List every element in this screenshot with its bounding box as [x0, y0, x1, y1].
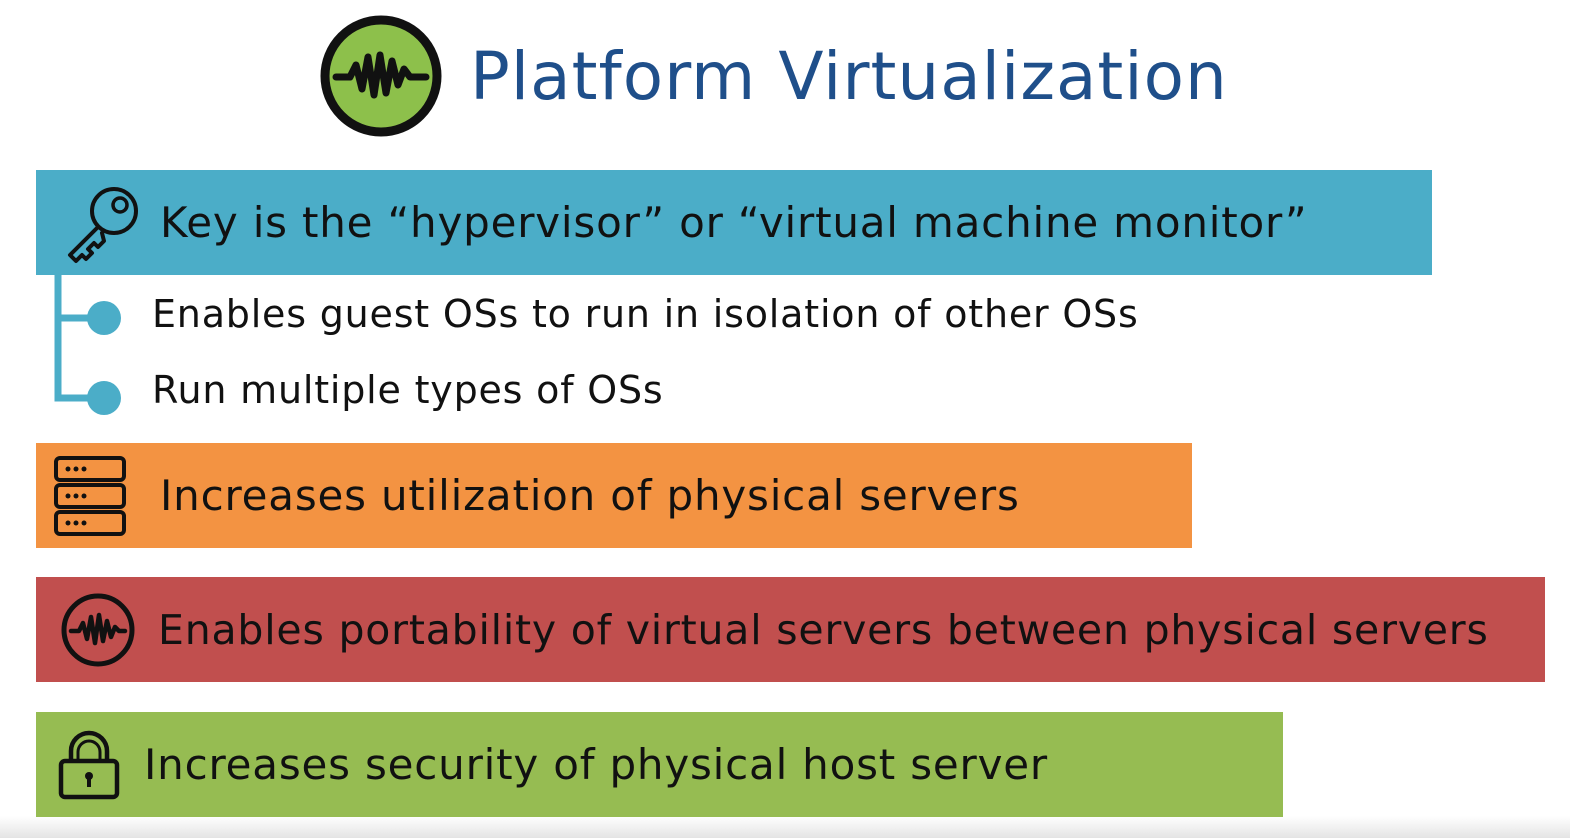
bottom-shade [0, 816, 1570, 838]
point-bar-hypervisor: Key is the “hypervisor” or “virtual mach… [36, 170, 1432, 275]
title-row: Platform Virtualization [320, 14, 1228, 138]
page-title: Platform Virtualization [470, 37, 1228, 115]
point-bar-portability: Enables portability of virtual servers b… [36, 577, 1545, 682]
point-text-portability: Enables portability of virtual servers b… [158, 605, 1489, 654]
point-text-utilization: Increases utilization of physical server… [160, 471, 1020, 520]
waveform-circle-icon [320, 15, 442, 137]
point-bar-security: Increases security of physical host serv… [36, 712, 1283, 817]
padlock-icon [54, 729, 124, 801]
sub-item-isolation: Enables guest OSs to run in isolation of… [152, 292, 1139, 336]
point-text-hypervisor: Key is the “hypervisor” or “virtual mach… [160, 198, 1308, 247]
key-icon [54, 181, 154, 265]
sub-item-multiple-os: Run multiple types of OSs [152, 368, 664, 412]
server-stack-icon [50, 454, 130, 538]
point-bar-utilization: Increases utilization of physical server… [36, 443, 1192, 548]
point-text-security: Increases security of physical host serv… [144, 740, 1048, 789]
sub-item-connector [54, 275, 121, 415]
waveform-circle-icon [58, 591, 138, 669]
